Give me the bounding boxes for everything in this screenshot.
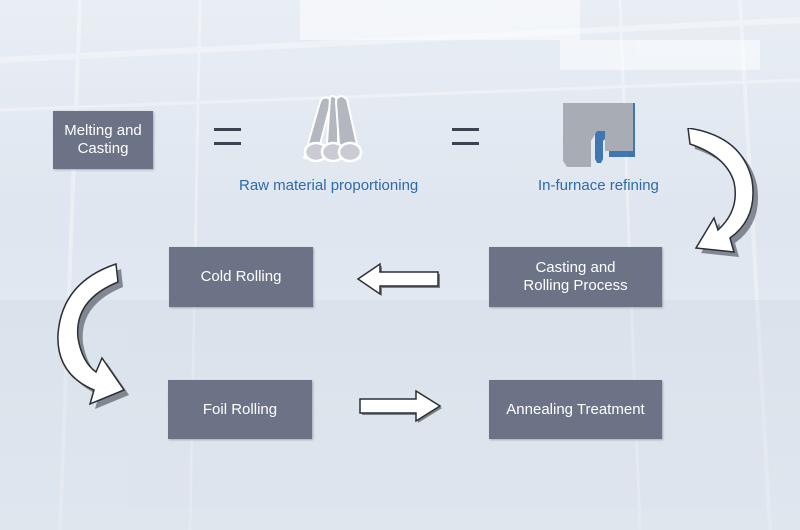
pipes-icon [302, 94, 363, 163]
raw-material-label: Raw material proportioning [239, 177, 419, 194]
cold-rolling-label: Cold Rolling [200, 268, 282, 285]
annealing-box: Annealing Treatment [489, 380, 662, 439]
in-furnace-label: In-furnace refining [538, 177, 659, 194]
equals-sign-1 [214, 128, 241, 145]
foil-rolling-box: Foil Rolling [168, 380, 312, 439]
curved-arrow-left-icon [57, 262, 129, 409]
melting-casting-box: Melting and Casting [53, 111, 153, 169]
arrow-right-icon [359, 389, 442, 423]
cold-rolling-box: Cold Rolling [169, 247, 313, 307]
melting-casting-label: Melting and Casting [64, 122, 142, 157]
casting-rolling-box: Casting and Rolling Process [489, 247, 662, 307]
equals-sign-2 [452, 128, 479, 145]
furnace-block-icon [563, 103, 635, 167]
annealing-label: Annealing Treatment [506, 400, 645, 418]
arrow-left-icon [356, 262, 440, 296]
foil-rolling-label: Foil Rolling [202, 400, 278, 418]
curved-arrow-right-icon [687, 128, 759, 257]
casting-rolling-label: Casting and Rolling Process [523, 259, 628, 294]
